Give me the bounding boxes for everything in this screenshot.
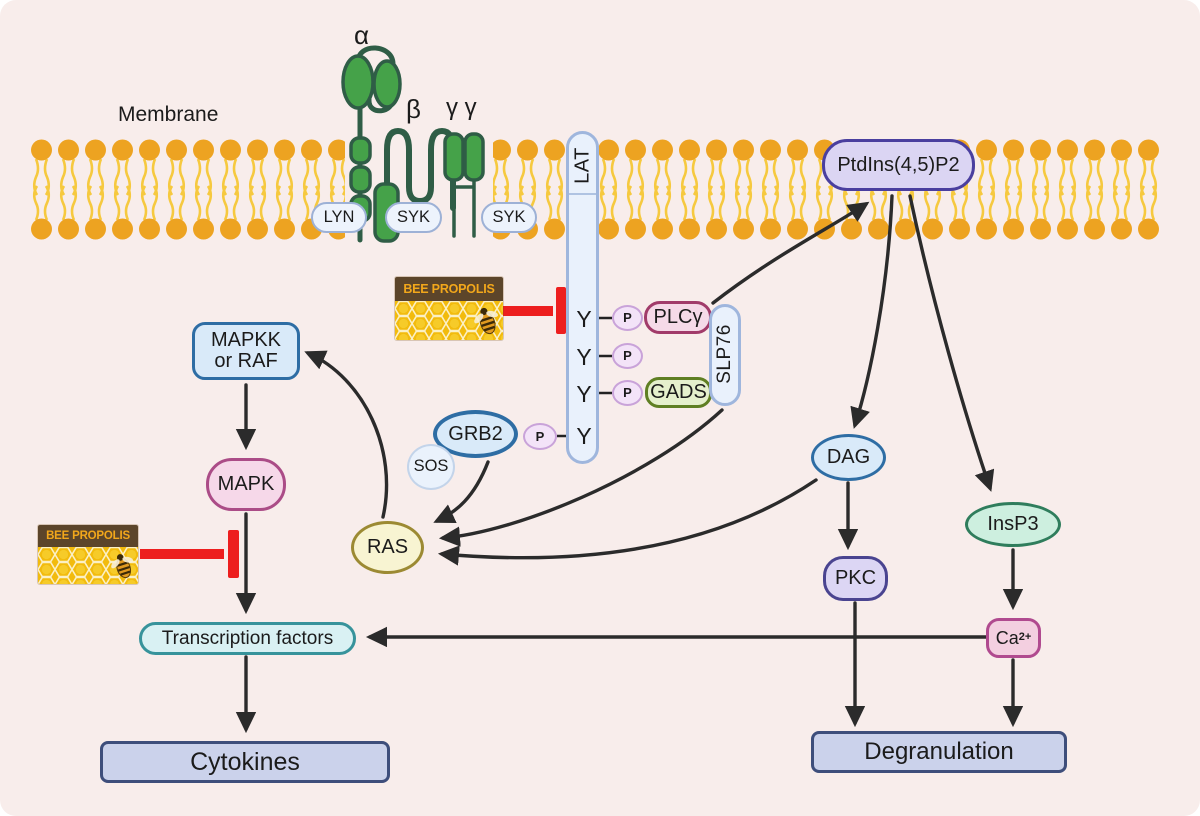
signal-arrows	[235, 194, 1024, 734]
syk-kinase-right: SYK	[481, 202, 537, 233]
mapkk-or-raf: MAPKK or RAF	[192, 322, 300, 380]
arrow-ptdins-to-insp3	[908, 194, 995, 492]
calcium-symbol: Ca	[995, 627, 1019, 648]
mapkk-line2: or RAF	[214, 350, 278, 372]
bee-propolis-label: BEE PROPOLIS	[395, 277, 503, 301]
ras: RAS	[351, 521, 424, 574]
arrow-slp76-to-ras	[438, 408, 724, 547]
beta-subunit-label: β	[406, 94, 421, 124]
arrow-ras-to-mapkk	[304, 350, 389, 519]
arrow-plcg-to-ptdins	[711, 201, 870, 305]
bee-propolis-label: BEE PROPOLIS	[38, 525, 138, 547]
phosphate-3: P	[612, 380, 643, 406]
mapkk-line1: MAPKK	[210, 329, 282, 351]
degranulation-box: Degranulation	[811, 731, 1067, 773]
alpha-domain-2	[372, 59, 402, 109]
gamma-stems	[452, 178, 476, 238]
arrow-ptdins-to-dag	[850, 194, 894, 429]
calcium-charge: 2+	[1018, 631, 1032, 644]
gamma-subunit-label: γ γ	[446, 94, 477, 121]
mapk: MAPK	[206, 458, 286, 511]
lat-divider	[569, 193, 596, 195]
lat-tyrosine-2: Y	[576, 344, 592, 370]
phosphate-1: P	[612, 305, 643, 331]
transcription-factors: Transcription factors	[139, 622, 356, 655]
lat-tyrosine-1: Y	[576, 306, 592, 332]
bee-icon	[474, 307, 499, 335]
membrane-label: Membrane	[118, 103, 219, 126]
alpha-segment-1	[349, 136, 372, 165]
lyn-kinase: LYN	[311, 202, 367, 233]
alpha-segment-2	[349, 165, 372, 194]
bee-propolis-image-lat: BEE PROPOLIS	[395, 277, 503, 340]
bee-icon	[111, 554, 134, 579]
lat-scaffold	[566, 131, 599, 464]
plc-gamma: PLCγ	[644, 301, 712, 334]
inhibition-tbar-mapk	[228, 530, 239, 578]
gamma-domain-1	[443, 132, 465, 182]
phosphate-2: P	[612, 343, 643, 369]
sos: SOS	[407, 444, 455, 490]
arrow-grb2-to-ras	[433, 460, 490, 523]
ptdins-4-5-p2: PtdIns(4,5)P2	[822, 139, 975, 191]
gads: GADS	[645, 377, 712, 408]
lat-tyrosine-4: Y	[576, 423, 592, 449]
pkc: PKC	[823, 556, 888, 601]
alpha-subunit-label: α	[354, 20, 370, 50]
phospho-connectors	[557, 316, 612, 438]
slp76-label: SLP76	[714, 324, 735, 384]
lat-tyrosine-3: Y	[576, 381, 592, 407]
syk-kinase-left: SYK	[385, 202, 442, 233]
honeycomb-graphic	[395, 301, 503, 340]
insp3: InsP3	[965, 502, 1061, 547]
dag: DAG	[811, 434, 886, 481]
inhibition-bars	[140, 287, 566, 578]
bee-propolis-image-mapk: BEE PROPOLIS	[38, 525, 138, 584]
arrow-dag-to-ras	[437, 478, 818, 566]
lat-label: LAT	[571, 147, 594, 184]
honeycomb-graphic	[38, 547, 138, 584]
inhibition-tbar-lat	[556, 287, 566, 334]
phosphate-4: P	[523, 423, 557, 450]
beta-chain	[384, 127, 456, 211]
cytokines-box: Cytokines	[100, 741, 390, 783]
gamma-domain-2	[463, 132, 485, 182]
slp76-scaffold	[709, 304, 741, 406]
alpha-domain-1	[341, 54, 375, 110]
